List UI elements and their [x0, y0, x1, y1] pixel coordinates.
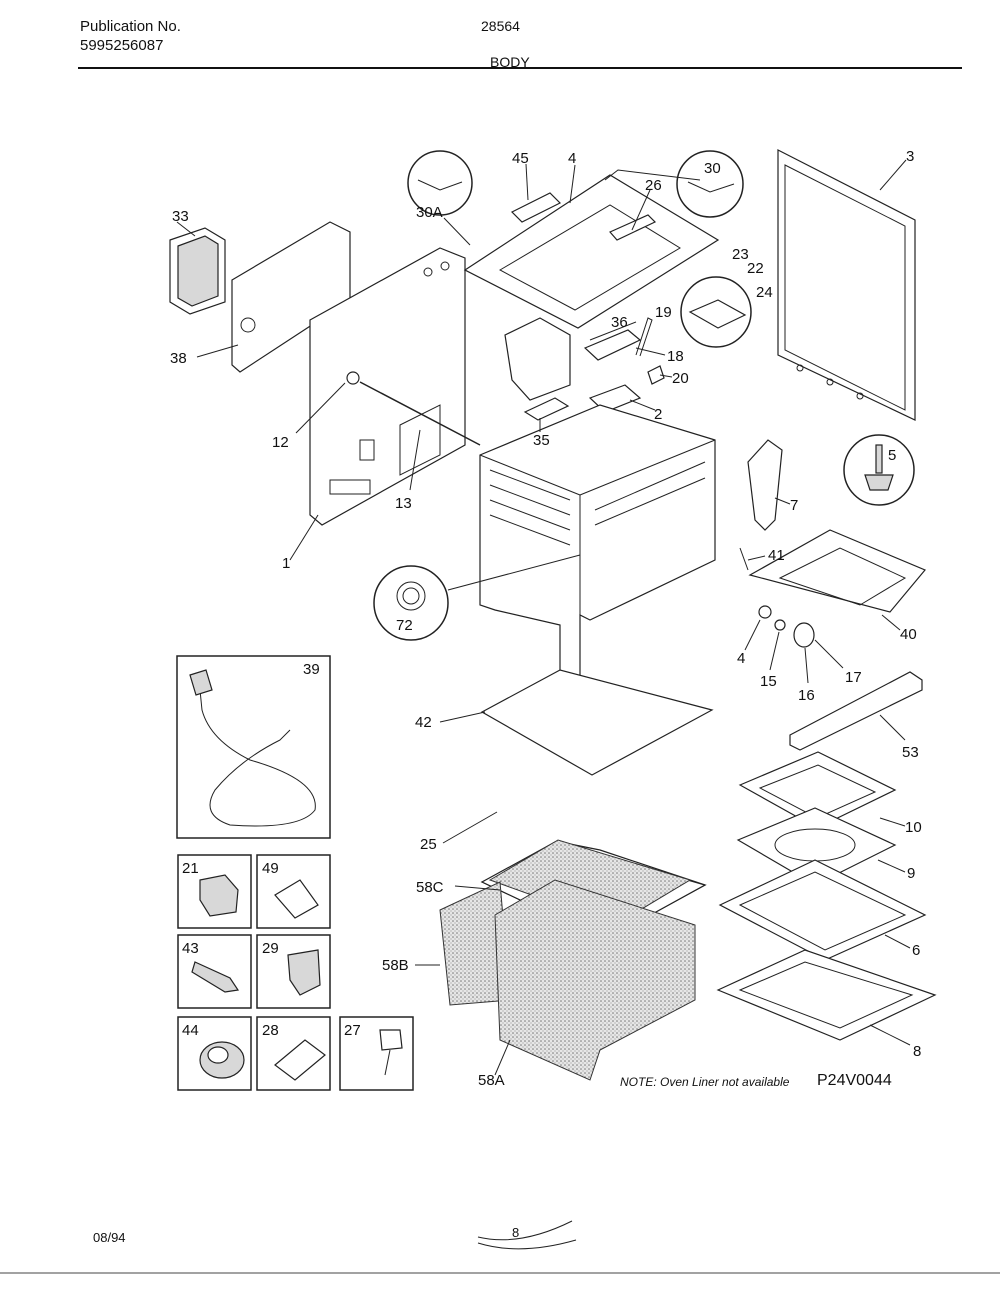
- part-18: [583, 329, 642, 361]
- callout-label: 4: [737, 650, 745, 667]
- callout-label: 49: [262, 860, 279, 877]
- part-bracket-45: [510, 192, 562, 223]
- callout-label: 16: [798, 687, 815, 704]
- callout-label: 15: [760, 673, 777, 690]
- section-title: BODY: [490, 54, 530, 70]
- callout-label: 35: [533, 432, 550, 449]
- part-arm-7: [747, 439, 783, 531]
- part-rail-53: [789, 671, 923, 751]
- callout-label: 27: [344, 1022, 361, 1039]
- detail-circle-30: [676, 150, 744, 218]
- model-number: 28564: [481, 18, 520, 34]
- part-panel-42: [480, 669, 714, 776]
- callout-label: 53: [902, 744, 919, 761]
- callout-label: 19: [655, 304, 672, 321]
- page-number: 8: [512, 1225, 519, 1240]
- callout-label: 22: [747, 260, 764, 277]
- callout-label: 41: [768, 547, 785, 564]
- callout-label: 25: [420, 836, 437, 853]
- part-35: [523, 397, 570, 421]
- part-4-socket: [758, 605, 772, 619]
- callout-label: 23: [732, 246, 749, 263]
- callout-label: 24: [756, 284, 773, 301]
- part-rack-10: [738, 751, 897, 829]
- part-bracket-33: [169, 227, 226, 315]
- publication-number: 5995256087: [80, 37, 164, 54]
- callout-label: 12: [272, 434, 289, 451]
- callout-label: 38: [170, 350, 187, 367]
- callout-label: 43: [182, 940, 199, 957]
- part-16-lens: [793, 622, 815, 648]
- callout-labels: 3 45 4 26 30 30A 33 38 23 22 24 36 19 18…: [170, 148, 922, 1089]
- part-26: [609, 214, 657, 241]
- callout-label: 1: [282, 555, 290, 572]
- part-left-side-panel-1: [309, 247, 466, 526]
- part-insulation-58A: [494, 879, 696, 1081]
- callout-label: 5: [888, 447, 896, 464]
- callout-label: 8: [913, 1043, 921, 1060]
- callout-label: 29: [262, 940, 279, 957]
- part-broiler-40: [748, 529, 926, 613]
- callout-label: 10: [905, 819, 922, 836]
- page-number-swoosh: [477, 1239, 577, 1250]
- leader-lines: [176, 159, 911, 1076]
- callout-label: 36: [611, 314, 628, 331]
- callout-label: 26: [645, 177, 662, 194]
- callout-label: 2: [654, 406, 662, 423]
- callout-label: 13: [395, 495, 412, 512]
- callout-label: 30: [704, 160, 721, 177]
- part-17-wire: [814, 639, 831, 656]
- callout-label: 17: [845, 669, 862, 686]
- callout-label: 6: [912, 942, 920, 959]
- callout-label: 45: [512, 150, 529, 167]
- part-15-lamp: [774, 619, 786, 631]
- part-41: [739, 547, 749, 571]
- callout-label: 58A: [478, 1072, 505, 1089]
- callout-label: 4: [568, 150, 576, 167]
- part-box-27: [339, 1016, 414, 1091]
- part-top-panel-4: [463, 174, 720, 329]
- footer-date: 08/94: [93, 1230, 126, 1245]
- callout-label: 7: [790, 497, 798, 514]
- part-20: [647, 365, 665, 385]
- callout-label: 58C: [416, 879, 444, 896]
- callout-label: 20: [672, 370, 689, 387]
- part-knob-12: [346, 371, 360, 385]
- part-back-panel-3: [777, 149, 916, 421]
- callout-label: 3: [906, 148, 914, 165]
- part-rod-13: [359, 381, 481, 446]
- part-oven-body: [479, 404, 716, 696]
- callout-label: 9: [907, 865, 915, 882]
- callout-label: 42: [415, 714, 432, 731]
- callout-label: 58B: [382, 957, 409, 974]
- publication-label: Publication No.: [80, 18, 181, 35]
- detail-circle-30a: [407, 150, 473, 216]
- part-rack-6: [718, 859, 927, 961]
- part-19: [635, 317, 653, 357]
- callout-label: 18: [667, 348, 684, 365]
- detail-circle-72: [373, 565, 449, 641]
- part-frame-8: [716, 949, 937, 1041]
- part-duct-36: [504, 317, 571, 401]
- callout-label: 21: [182, 860, 199, 877]
- callout-label: 44: [182, 1022, 199, 1039]
- callout-label: 33: [172, 208, 189, 225]
- callout-label: 39: [303, 661, 320, 678]
- diagram-code: P24V0044: [817, 1072, 892, 1089]
- callout-label: 40: [900, 626, 917, 643]
- callout-label: 30A: [416, 204, 443, 221]
- liner-note: NOTE: Oven Liner not available: [620, 1075, 790, 1089]
- callout-label: 28: [262, 1022, 279, 1039]
- callout-label: 72: [396, 617, 413, 634]
